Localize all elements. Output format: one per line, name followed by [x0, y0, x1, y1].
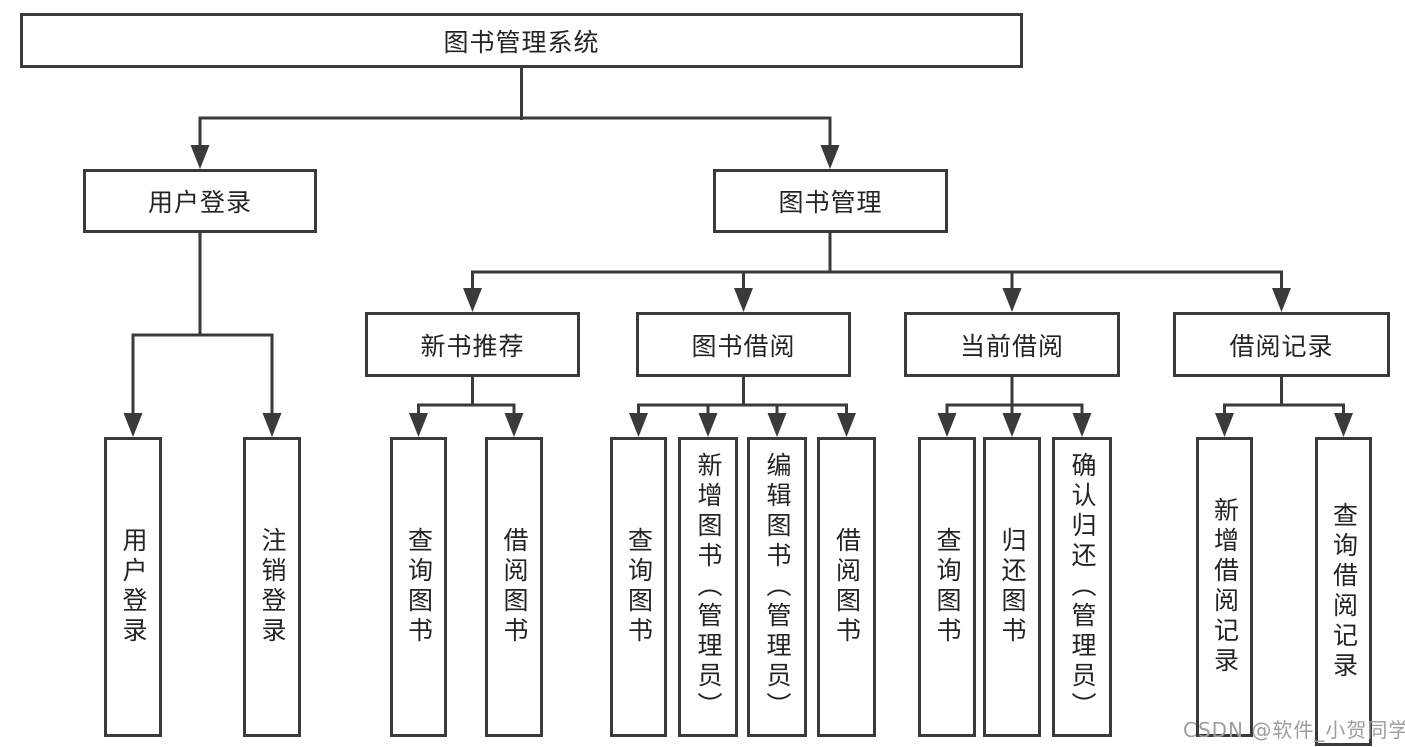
leaf-query-books-current-label: 查询图书 [933, 527, 962, 647]
watermark: CSDN @软件_小贺同学 [1183, 718, 1405, 742]
leaf-user-login: 用户登录 [104, 437, 162, 737]
leaf-borrow-books-recommend: 借阅图书 [485, 437, 543, 737]
leaf-query-books-recommend: 查询图书 [390, 437, 447, 737]
leaf-add-borrow-record: 新增借阅记录 [1196, 437, 1253, 737]
leaf-confirm-return-admin-label: 确认归还（管理员） [1068, 452, 1097, 722]
node-current-borrow: 当前借阅 [904, 312, 1120, 377]
leaf-edit-books-admin: 编辑图书（管理员） [747, 437, 807, 737]
leaf-query-borrow-record-label: 查询借阅记录 [1329, 501, 1359, 682]
leaf-add-books-admin: 新增图书（管理员） [678, 437, 738, 737]
node-new-book-recommend: 新书推荐 [365, 312, 580, 377]
node-borrow-records-label: 借阅记录 [1229, 331, 1334, 361]
leaf-add-books-admin-label: 新增图书（管理员） [694, 452, 723, 722]
leaf-query-books-borrow-label: 查询图书 [624, 527, 654, 647]
arrowhead-icons [123, 145, 1353, 437]
leaf-return-books: 归还图书 [983, 437, 1041, 737]
leaf-confirm-return-admin: 确认归还（管理员） [1052, 437, 1112, 737]
leaf-logout-label: 注销登录 [258, 527, 287, 647]
node-borrow-records: 借阅记录 [1173, 312, 1390, 377]
leaf-borrow-books: 借阅图书 [817, 437, 876, 737]
node-current-borrow-label: 当前借阅 [959, 331, 1064, 361]
leaf-add-borrow-record-label: 新增借阅记录 [1210, 497, 1240, 677]
node-book-management: 图书管理 [713, 169, 948, 233]
leaf-borrow-books-recommend-label: 借阅图书 [500, 527, 529, 647]
leaf-query-books-current: 查询图书 [918, 437, 976, 737]
leaf-query-borrow-record: 查询借阅记录 [1315, 437, 1372, 746]
node-user-login-label: 用户登录 [147, 188, 252, 217]
node-book-borrow: 图书借阅 [636, 312, 851, 377]
node-user-login: 用户登录 [83, 169, 317, 233]
node-new-book-recommend-label: 新书推荐 [420, 331, 525, 361]
leaf-query-books-borrow: 查询图书 [610, 437, 667, 737]
node-book-borrow-label: 图书借阅 [691, 331, 796, 361]
leaf-edit-books-admin-label: 编辑图书（管理员） [763, 452, 792, 722]
leaf-borrow-books-label: 借阅图书 [832, 527, 862, 647]
leaf-logout: 注销登录 [243, 437, 301, 737]
node-book-management-label: 图书管理 [778, 188, 883, 217]
node-root-system: 图书管理系统 [20, 13, 1023, 68]
leaf-user-login-label: 用户登录 [119, 527, 148, 647]
node-root-label: 图书管理系统 [443, 27, 600, 57]
leaf-query-books-recommend-label: 查询图书 [404, 527, 434, 647]
leaf-return-books-label: 归还图书 [998, 527, 1027, 647]
